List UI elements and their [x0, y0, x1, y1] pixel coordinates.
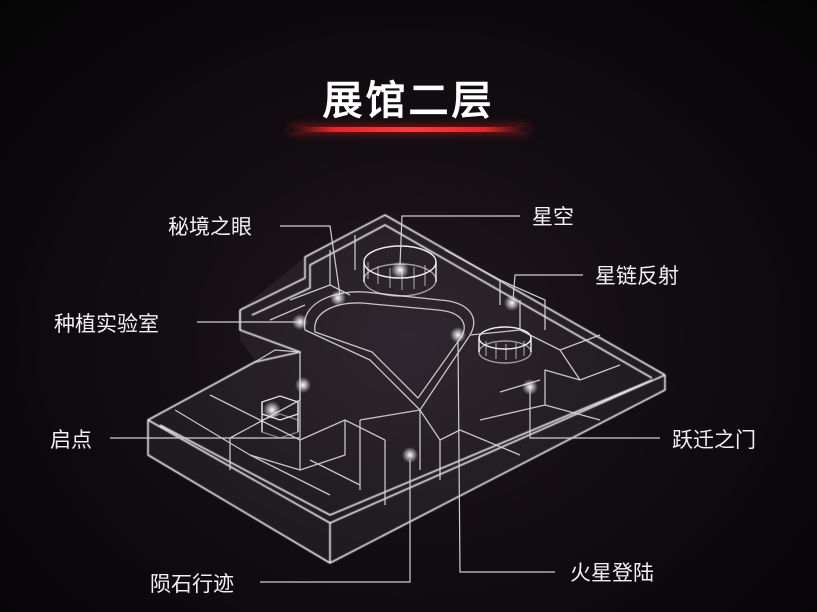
marker-mystic-eye: [330, 290, 346, 306]
marker-start-upper: [295, 377, 311, 393]
leader-star-chain: [512, 274, 583, 301]
label-starry-sky: 星空: [532, 205, 574, 229]
label-warp-gate: 跃迁之门: [672, 428, 756, 452]
location-markers: [263, 261, 538, 463]
leader-meteorite: [260, 460, 411, 583]
label-mystic-eye: 秘境之眼: [168, 215, 252, 239]
label-start: 启点: [50, 428, 92, 452]
label-star-chain: 星链反射: [595, 264, 679, 288]
page-title: 展馆二层: [322, 78, 495, 124]
leader-start: [110, 390, 301, 439]
marker-central: [450, 327, 466, 343]
leader-mystic-eye: [280, 225, 341, 296]
cylinder-star-chain: [478, 326, 532, 364]
label-mars-landing: 火星登陆: [570, 561, 654, 585]
leader-starry-sky: [399, 215, 520, 266]
marker-meteorite: [402, 447, 418, 463]
label-meteorite-trail: 陨石行迹: [150, 572, 234, 596]
marker-starry-sky: [391, 261, 409, 279]
marker-planting-lab: [292, 314, 308, 330]
marker-start: [263, 401, 281, 419]
label-planting-lab: 种植实验室: [54, 312, 159, 336]
marker-warp-gate: [522, 379, 538, 395]
leader-warp-gate: [529, 390, 660, 439]
title-underline: [290, 127, 528, 132]
leader-lines: [110, 215, 660, 583]
marker-star-chain: [504, 295, 520, 311]
leader-mars: [457, 339, 555, 573]
